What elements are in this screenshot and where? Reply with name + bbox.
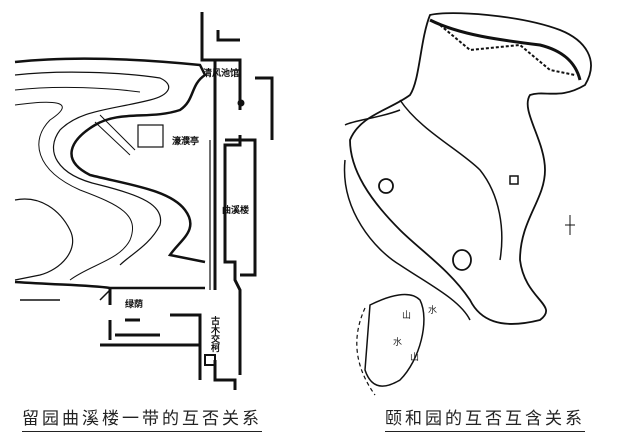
yiheyuan-plan xyxy=(343,12,592,396)
liuyuan-plan xyxy=(14,12,274,390)
label-qingfeng-pavilion: 清风池馆 xyxy=(203,69,240,79)
label-lvyin: 绿荫 xyxy=(125,300,144,310)
label-water-1: 水 xyxy=(428,306,438,316)
label-mountain-2: 山 xyxy=(410,353,420,363)
left-caption: 留园曲溪楼一带的互否关系 xyxy=(22,404,262,432)
label-haopu-pavilion: 濠濮亭 xyxy=(172,137,200,147)
label-mountain-1: 山 xyxy=(402,311,412,321)
label-water-2: 水 xyxy=(393,338,403,348)
label-quxi-tower: 曲溪楼 xyxy=(222,206,250,216)
right-caption: 颐和园的互否互含关系 xyxy=(385,404,585,432)
label-gumu-jiaoke: 古木交柯 xyxy=(209,316,219,352)
